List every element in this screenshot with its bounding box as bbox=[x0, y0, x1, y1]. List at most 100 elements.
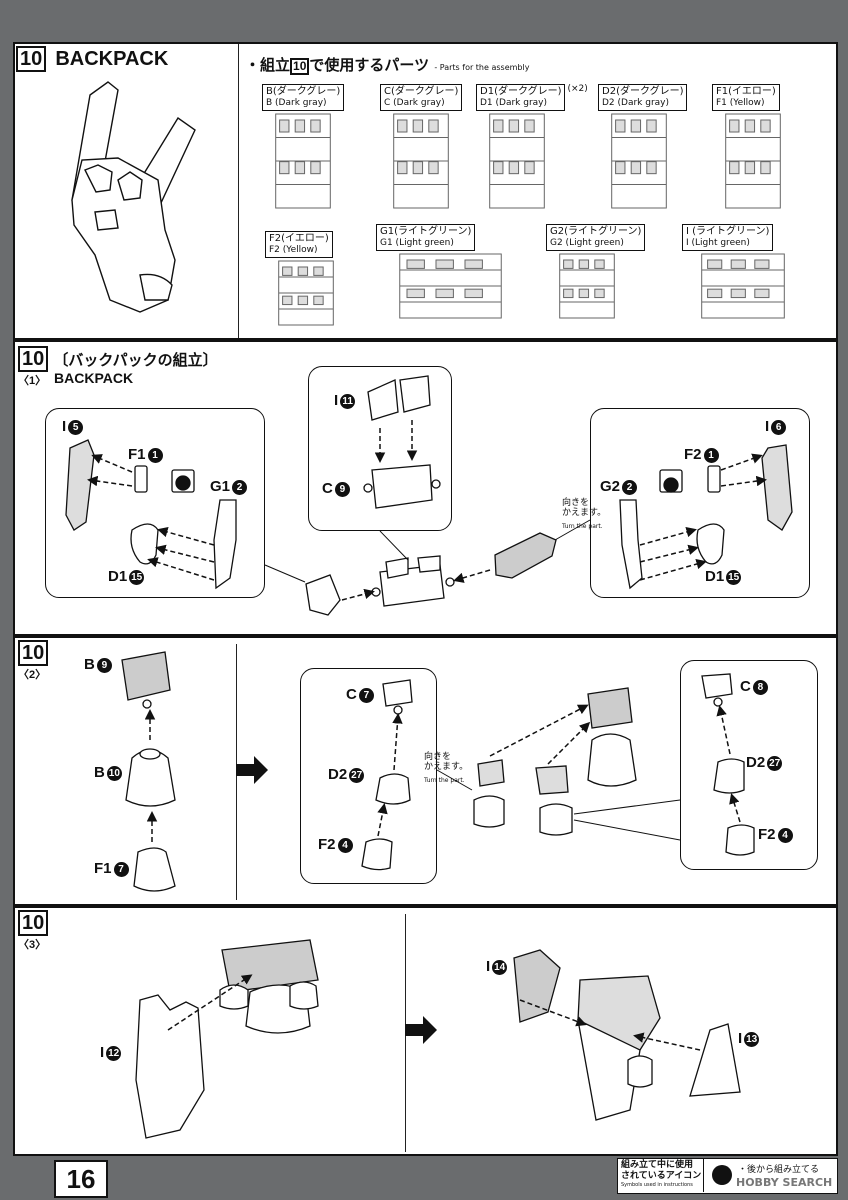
runner-sketch bbox=[701, 253, 785, 319]
label-i12: I bbox=[100, 1044, 105, 1061]
page-number: 16 bbox=[54, 1160, 108, 1198]
num-mid-c: 7 bbox=[358, 687, 374, 703]
step1-left-box bbox=[45, 408, 265, 598]
runner-label-ja: D1(ダークグレー) bbox=[480, 86, 562, 97]
num-b1: 9 bbox=[96, 657, 112, 673]
label-left-g: G1 bbox=[210, 478, 231, 495]
runner-tag: B(ダークグレー)B (Dark gray) bbox=[262, 84, 345, 111]
step2-number: 10 bbox=[18, 640, 49, 666]
num-center-c: 9 bbox=[334, 481, 350, 497]
label-b2: B bbox=[94, 764, 105, 781]
label-center-c: C bbox=[322, 480, 333, 497]
step-title: BACKPACK bbox=[55, 48, 169, 70]
runner-label-ja: G1(ライトグリーン) bbox=[380, 226, 472, 237]
build-later-icon bbox=[712, 1165, 732, 1185]
runner-label-ja: B(ダークグレー) bbox=[266, 86, 341, 97]
watermark: HOBBY SEARCH bbox=[736, 1176, 833, 1189]
label-right-d2: D2 bbox=[746, 754, 766, 771]
label-right-g: G2 bbox=[600, 478, 621, 495]
runner-label-ja: D2(ダークグレー) bbox=[602, 86, 684, 97]
step3-number: 10 bbox=[18, 910, 49, 936]
num-right-d: 15 bbox=[726, 569, 742, 585]
runner-tag: C(ダークグレー)C (Dark gray) bbox=[380, 84, 463, 111]
step1-number: 10 bbox=[18, 346, 49, 372]
num-right-g: 2 bbox=[622, 479, 638, 495]
runner-label-en: C (Dark gray) bbox=[384, 98, 445, 108]
runner-label-en: D2 (Dark gray) bbox=[602, 98, 670, 108]
label-mid-f: F2 bbox=[318, 836, 336, 853]
runner-sketch bbox=[725, 113, 781, 209]
num-mid-d: 27 bbox=[349, 767, 365, 783]
label-right-f: F2 bbox=[684, 446, 702, 463]
runner-tag: F1(イエロー)F1 (Yellow) bbox=[712, 84, 780, 111]
runner-label-en: G1 (Light green) bbox=[380, 238, 454, 248]
num-center-i: 11 bbox=[340, 393, 356, 409]
turn-note-1-en: Turn the part. bbox=[562, 523, 603, 530]
runner-multiplier: (×2) bbox=[567, 84, 588, 94]
step1-center-box bbox=[308, 366, 452, 531]
step1-title-ja: 〔バックパックの組立〕 bbox=[53, 351, 218, 369]
label-right-c: C bbox=[740, 678, 751, 695]
num-right-d2: 27 bbox=[767, 755, 783, 771]
runner-sketch bbox=[559, 253, 615, 319]
runner-label-ja: F2(イエロー) bbox=[269, 233, 329, 244]
legend-box: 組み立て中に使用 されているアイコン Symbols used in instr… bbox=[617, 1158, 838, 1194]
top-divider bbox=[238, 44, 239, 338]
step2-divider bbox=[236, 644, 237, 900]
step-number: 10 bbox=[16, 46, 47, 72]
num-b2: 10 bbox=[106, 765, 122, 781]
turn-note-2: 向きを かえます。 bbox=[424, 752, 469, 772]
step3-panel bbox=[13, 906, 838, 1156]
runner-sketch bbox=[399, 253, 502, 319]
num-i12: 12 bbox=[106, 1045, 122, 1061]
label-left-f: F1 bbox=[128, 446, 146, 463]
label-center-i: I bbox=[334, 392, 339, 409]
num-right-i: 6 bbox=[771, 419, 787, 435]
runner-tag: G2(ライトグリーン)G2 (Light green) bbox=[546, 224, 646, 251]
num-right-f2: 4 bbox=[777, 827, 793, 843]
step2-sub: 〈2〉 bbox=[18, 669, 47, 681]
num-left-d: 15 bbox=[129, 569, 145, 585]
runner-sketch bbox=[393, 113, 449, 209]
num-left-g: 2 bbox=[232, 479, 248, 495]
num-right-c: 8 bbox=[752, 679, 768, 695]
runner-label-ja: C(ダークグレー) bbox=[384, 86, 459, 97]
step1-header: 10 〔バックパックの組立〕 bbox=[18, 346, 218, 372]
num-i14: 14 bbox=[492, 959, 508, 975]
num-left-f: 1 bbox=[147, 447, 163, 463]
runner-tag: D1(ダークグレー)D1 (Dark gray)(×2) bbox=[476, 84, 588, 111]
runner-label-en: B (Dark gray) bbox=[266, 98, 327, 108]
step3-divider bbox=[405, 914, 406, 1152]
label-right-i: I bbox=[765, 418, 770, 435]
step1-sub: 〈1〉 bbox=[18, 375, 47, 387]
label-i14: I bbox=[486, 958, 491, 975]
num-mid-f: 4 bbox=[337, 837, 353, 853]
num-right-f: 1 bbox=[703, 447, 719, 463]
runner-label-en: I (Light green) bbox=[686, 238, 750, 248]
legend-item: ・後から組み立てる bbox=[738, 1165, 820, 1175]
label-left-d: D1 bbox=[108, 568, 128, 585]
step1-right-box bbox=[590, 408, 810, 598]
runner-sketch bbox=[278, 260, 334, 326]
runner-tag: I (ライトグリーン)I (Light green) bbox=[682, 224, 774, 251]
step1-title-en: BACKPACK bbox=[54, 370, 134, 386]
runner-label-en: F2 (Yellow) bbox=[269, 245, 318, 255]
runner-label-en: F1 (Yellow) bbox=[716, 98, 765, 108]
label-mid-d: D2 bbox=[328, 766, 348, 783]
label-f1-step2: F1 bbox=[94, 860, 112, 877]
num-left-i: 5 bbox=[68, 419, 84, 435]
runner-sketch bbox=[489, 113, 545, 209]
label-right-f2: F2 bbox=[758, 826, 776, 843]
label-b1: B bbox=[84, 656, 95, 673]
runner-label-ja: G2(ライトグリーン) bbox=[550, 226, 642, 237]
num-f1-step2: 7 bbox=[113, 861, 129, 877]
label-mid-c: C bbox=[346, 686, 357, 703]
runner-label-ja: I (ライトグリーン) bbox=[686, 226, 770, 237]
runner-tag: G1(ライトグリーン)G1 (Light green) bbox=[376, 224, 476, 251]
label-i13: I bbox=[738, 1030, 743, 1047]
label-right-d: D1 bbox=[705, 568, 725, 585]
step3-sub: 〈3〉 bbox=[18, 939, 47, 951]
turn-note-2-en: Turn the part. bbox=[424, 777, 465, 784]
turn-note-1: 向きを かえます。 bbox=[562, 498, 607, 518]
